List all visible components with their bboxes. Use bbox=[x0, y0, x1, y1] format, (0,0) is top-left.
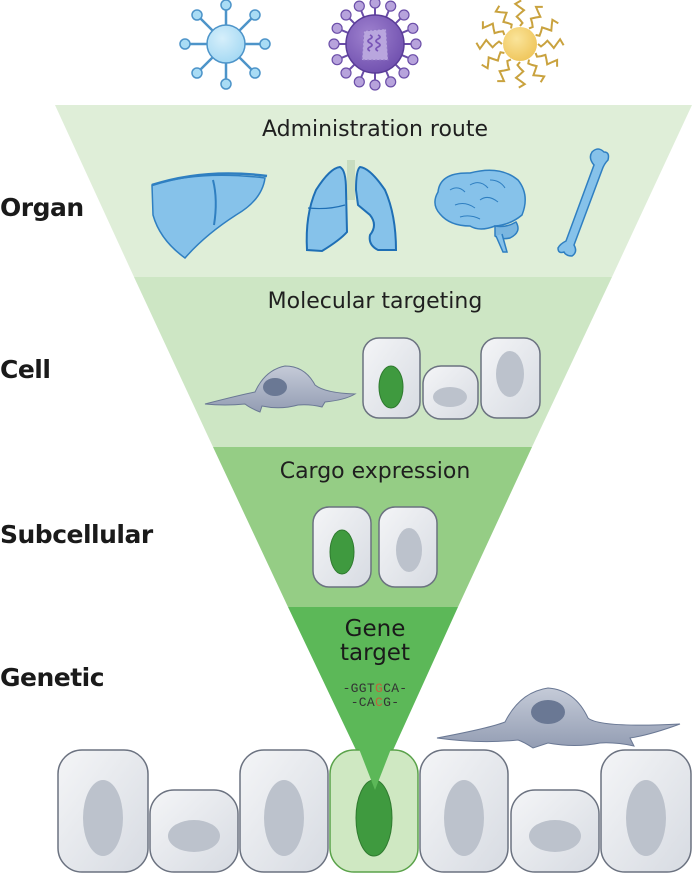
liver-icon bbox=[151, 172, 268, 260]
dna-edited-base: G bbox=[374, 681, 384, 696]
lungs-icon bbox=[305, 160, 398, 253]
target-cell bbox=[329, 749, 419, 873]
fibroblast-cell-icon bbox=[204, 365, 357, 413]
funnel-tip bbox=[340, 700, 410, 790]
band-title-administration-route: Administration route bbox=[261, 117, 489, 142]
gene-line-1: Gene bbox=[344, 616, 406, 642]
bone-icon bbox=[557, 148, 610, 257]
level-label-cell: Cell bbox=[0, 355, 51, 384]
subcellular-band bbox=[213, 447, 532, 607]
level-label-genetic: Genetic bbox=[0, 663, 105, 692]
dna-top-strand: -GGTGCA- bbox=[342, 681, 408, 696]
tissue-fibroblast-icon bbox=[436, 687, 681, 749]
dna-edited-base: C bbox=[375, 695, 384, 710]
polymer-nanoparticle-icon bbox=[475, 0, 565, 89]
band-title-cargo-expression: Cargo expression bbox=[279, 459, 471, 484]
gene-line-2: target bbox=[340, 640, 410, 666]
dna-sequence: -GGTGCA- -CACG- bbox=[315, 682, 435, 710]
lipid-nanoparticle-icon bbox=[179, 0, 271, 90]
tissue-cell bbox=[419, 749, 509, 873]
genetic-band bbox=[288, 607, 458, 790]
dna-bottom-strand: -CACG- bbox=[350, 695, 400, 710]
tissue-cell bbox=[149, 789, 239, 873]
tissue-cells bbox=[57, 749, 692, 873]
cell-group-molecular bbox=[362, 337, 541, 420]
tissue-cell bbox=[239, 749, 329, 873]
band-title-molecular-targeting: Molecular targeting bbox=[267, 289, 483, 314]
tissue-cell bbox=[510, 789, 600, 873]
viral-vector-icon bbox=[328, 0, 422, 91]
tissue-cell bbox=[57, 749, 149, 873]
level-label-subcellular: Subcellular bbox=[0, 520, 153, 549]
level-label-organ: Organ bbox=[0, 193, 84, 222]
band-title-gene-target: Gene target bbox=[315, 617, 435, 665]
tissue-cell bbox=[600, 749, 692, 873]
brain-icon bbox=[434, 169, 526, 253]
cell-group-subcellular bbox=[312, 506, 438, 588]
